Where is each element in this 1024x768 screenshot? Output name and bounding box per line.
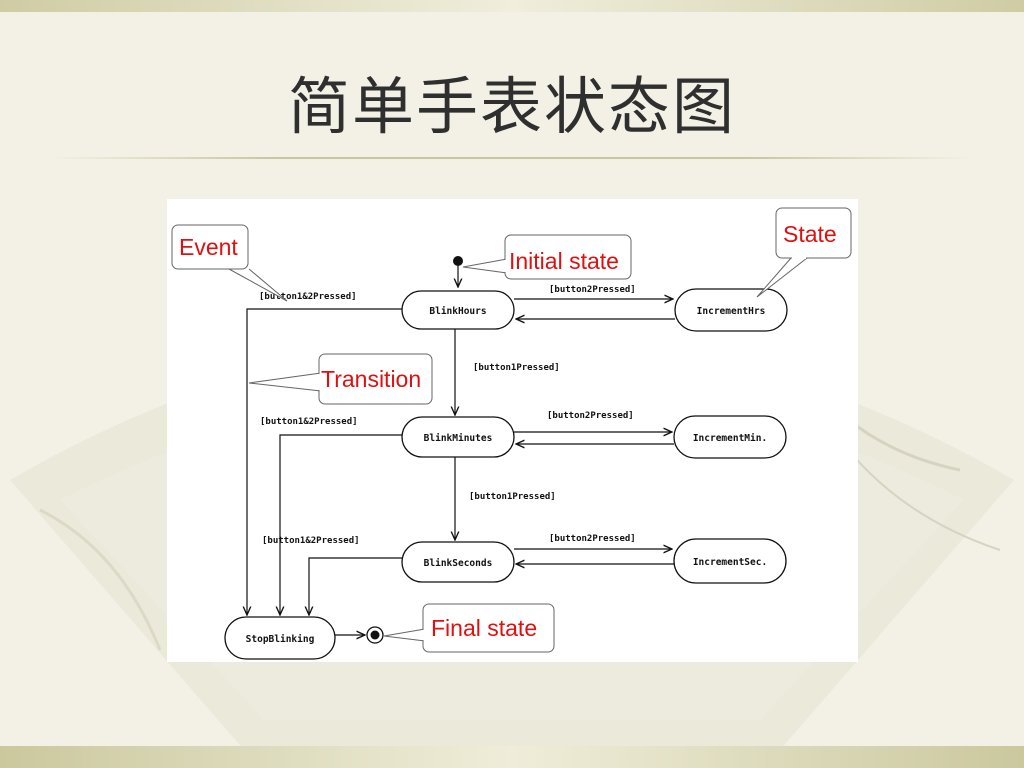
slide-title: 简单手表状态图 [287, 70, 736, 143]
callout-final-state: Final state [383, 603, 555, 653]
callout-state-text: State [783, 221, 837, 247]
callout-event: Event [171, 224, 288, 302]
event-label-button1-hours: [button1Pressed] [473, 363, 560, 373]
state-increment-sec: IncrementSec. [673, 538, 787, 584]
callout-initial-state-text: Initial state [509, 248, 619, 274]
callout-initial-state: Initial state [462, 234, 632, 280]
event-label-button2-minutes: [button2Pressed] [547, 411, 634, 421]
state-blink-hours: BlinkHours [401, 290, 515, 330]
bottom-decor-band [0, 746, 1024, 768]
state-increment-min: IncrementMin. [673, 415, 787, 459]
event-label-both-pressed-2: [button1&2Pressed] [260, 417, 358, 427]
event-label-both-pressed-1: [button1&2Pressed] [259, 292, 357, 302]
state-blink-minutes: BlinkMinutes [401, 416, 515, 458]
state-label-blink-seconds: BlinkSeconds [424, 558, 493, 569]
arrow-hours-to-stop [247, 308, 402, 615]
event-label-both-pressed-3: [button1&2Pressed] [262, 536, 360, 546]
state-label-increment-min: IncrementMin. [693, 433, 767, 444]
arrow-seconds-to-stop [309, 557, 402, 615]
state-label-stop-blinking: StopBlinking [246, 634, 315, 645]
event-label-button2-hours: [button2Pressed] [549, 285, 636, 295]
state-label-increment-sec: IncrementSec. [693, 557, 767, 568]
state-label-increment-hrs: IncrementHrs [697, 306, 766, 317]
callout-event-text: Event [179, 234, 238, 260]
callout-final-state-text: Final state [431, 615, 537, 641]
state-increment-hrs: IncrementHrs [674, 288, 788, 332]
callout-state: State [756, 207, 852, 298]
event-label-button1-minutes: [button1Pressed] [469, 492, 556, 502]
state-stop-blinking: StopBlinking [224, 616, 336, 660]
top-decor-band [0, 0, 1024, 12]
arrow-minutes-to-stop [280, 434, 402, 615]
state-label-blink-minutes: BlinkMinutes [424, 433, 493, 444]
callout-transition: Transition [248, 353, 433, 405]
state-label-blink-hours: BlinkHours [429, 306, 486, 317]
event-label-button2-seconds: [button2Pressed] [549, 534, 636, 544]
final-state-symbol [366, 626, 384, 644]
callout-transition-text: Transition [321, 366, 421, 392]
watch-state-diagram: BlinkHours IncrementHrs BlinkMinutes Inc… [171, 207, 852, 660]
state-diagram-panel: BlinkHours IncrementHrs BlinkMinutes Inc… [167, 199, 858, 662]
title-divider [48, 157, 974, 159]
state-blink-seconds: BlinkSeconds [401, 541, 515, 583]
initial-state-dot [453, 256, 463, 266]
